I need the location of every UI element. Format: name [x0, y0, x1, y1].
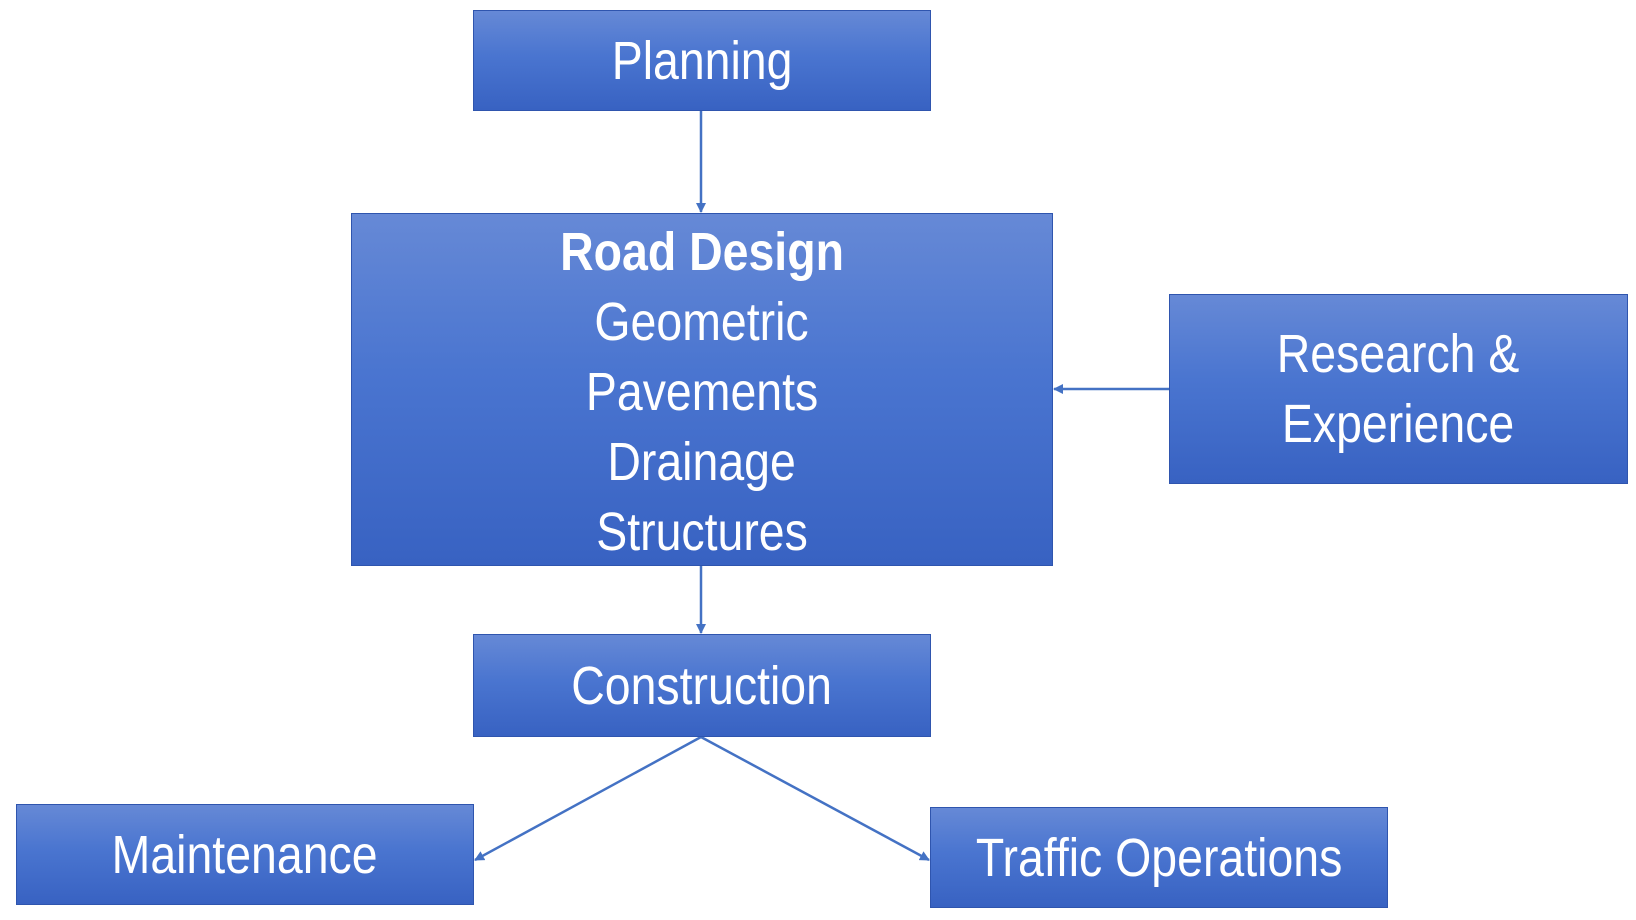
road-design-item-geometric: Geometric	[594, 291, 810, 352]
planning-label: Planning	[611, 30, 793, 91]
traffic-operations-box: Traffic Operations	[930, 807, 1388, 908]
road-design-box: Road Design Geometric Pavements Drainage…	[351, 213, 1053, 566]
road-design-item-pavements: Pavements	[585, 361, 819, 422]
arrow-construction-to-maintenance	[474, 735, 702, 862]
maintenance-label: Maintenance	[112, 824, 378, 885]
road-design-item-structures: Structures	[596, 501, 808, 562]
traffic-operations-label: Traffic Operations	[975, 827, 1343, 888]
road-design-title: Road Design	[560, 221, 844, 282]
construction-box: Construction	[473, 634, 931, 737]
research-experience-box: Research & Experience	[1169, 294, 1628, 484]
road-design-item-drainage: Drainage	[607, 431, 797, 492]
construction-label: Construction	[571, 655, 833, 716]
research-label-line2: Experience	[1282, 394, 1515, 454]
arrow-construction-to-traffic-operations	[700, 735, 930, 862]
research-label-line1: Research &	[1277, 324, 1520, 384]
maintenance-box: Maintenance	[16, 804, 474, 905]
planning-box: Planning	[473, 10, 931, 111]
